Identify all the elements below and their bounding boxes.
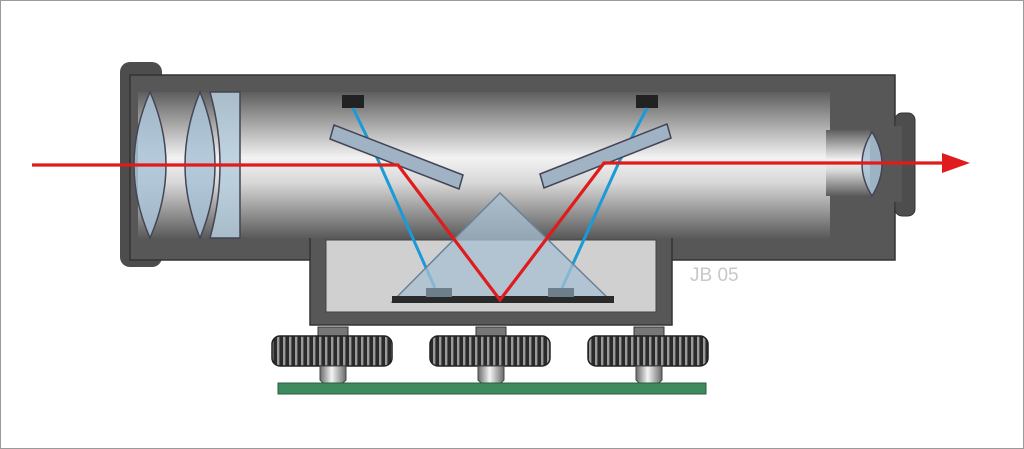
mirror-mount-left <box>342 95 364 108</box>
base-plate <box>277 382 707 395</box>
prism-base <box>392 296 614 303</box>
support-ray-left <box>351 107 437 289</box>
support-rays <box>351 107 649 289</box>
signature: JB 05 <box>690 265 739 286</box>
mirror-icon <box>539 122 672 190</box>
mirror-mount-right <box>636 95 658 108</box>
thumbscrew-icon <box>271 326 393 393</box>
prism-pad-right <box>548 288 574 297</box>
support-ray-right <box>560 107 649 289</box>
mirror-icon <box>329 124 464 190</box>
prism-assembly <box>390 191 614 303</box>
prism-pad-left <box>426 288 452 297</box>
mirrors <box>329 122 672 190</box>
arrowhead-icon <box>942 153 970 173</box>
main-beam-path <box>32 161 948 303</box>
main-beam <box>32 153 970 303</box>
thumbscrews <box>271 326 709 393</box>
